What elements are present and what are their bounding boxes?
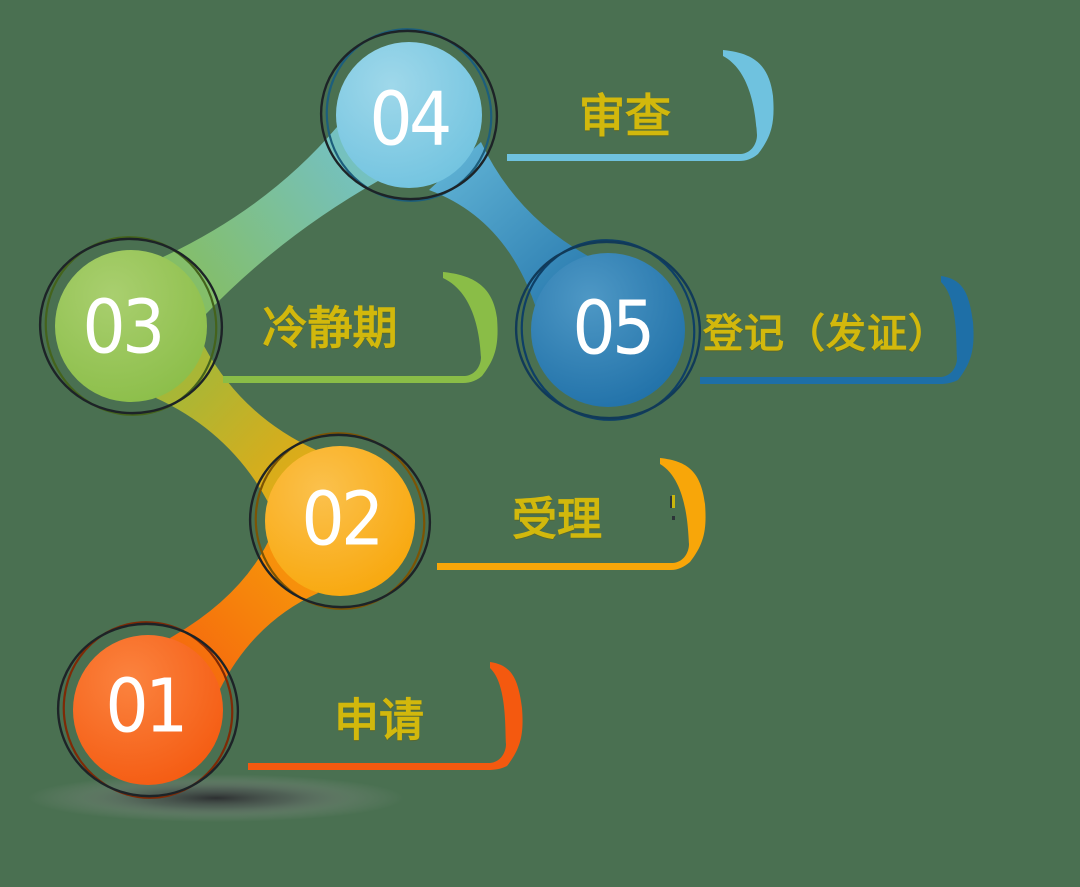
step-number-02: 02 [301,476,384,563]
step-label-02: 受理 [511,492,603,546]
step-circle-03 [55,250,207,402]
bracket-04 [507,50,774,161]
step-label-05: 登记（发证） [703,311,949,357]
stray-mark [670,495,675,520]
step-ring-02 [248,432,432,610]
step-number-04: 04 [369,76,452,163]
bracket-05 [700,276,974,384]
step-ring-03 [38,236,224,416]
step-ring-01 [56,621,240,799]
step-ring-05 [514,239,702,421]
step-circle-02 [265,446,415,596]
connector-03-04 [163,127,378,314]
step-label-01: 申请 [333,693,425,747]
ground-shadow [28,774,404,822]
bracket-01 [248,662,523,770]
step-label-03: 冷静期 [262,301,398,355]
step-circle-05 [531,253,685,407]
step-circle-04 [336,42,482,188]
bracket-02 [437,458,706,570]
step-number-05: 05 [572,285,655,372]
step-number-03: 03 [82,284,165,371]
step-number-01: 01 [105,663,188,750]
connector-02-01 [170,542,318,689]
step-circle-01 [73,635,223,785]
step-ring-04 [319,28,499,202]
step-label-04: 审查 [579,89,671,143]
bracket-03 [223,272,498,383]
